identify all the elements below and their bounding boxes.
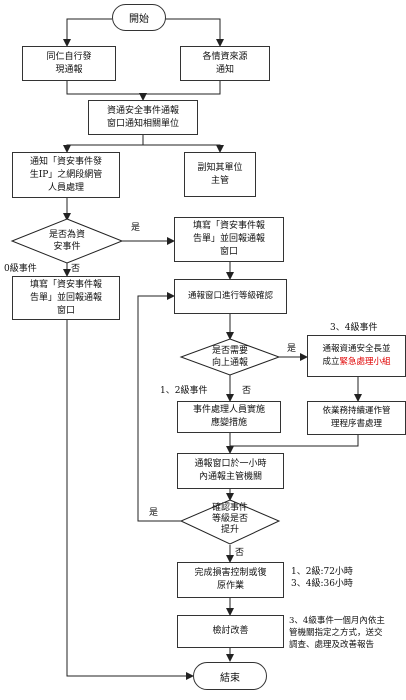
time-limits-note: 1、2級:72小時 3、4級:36小時 [291, 567, 353, 589]
confirm-level-text: 確認事件 等級是否 提升 [211, 503, 248, 535]
arrow-window-to-deputy [143, 144, 224, 153]
arrow-self-report-down [66, 80, 147, 101]
label-yes-1: 是 [131, 223, 141, 233]
handler-measures-box: 事件處理人員實施 應變措施 [177, 401, 281, 433]
label-level34: 3、4級事件 [330, 323, 378, 333]
complete-recovery-box: 完成損害控制或復 原作業 [177, 562, 284, 598]
end-node: 結束 [193, 662, 267, 690]
label-no-1: 否 [71, 264, 81, 274]
continuity-box: 依業務持續運作管 理程序書處理 [307, 401, 406, 435]
label-level0: 0級事件 [4, 264, 37, 274]
grade-confirm-box: 通報窗口進行等級確認 [174, 279, 287, 314]
arrow-level0-to-end [66, 320, 194, 680]
response-team-text: 通報資通安全長並 成立緊急處理小組 [322, 344, 391, 367]
arrow-confirm-yes-loop [137, 292, 181, 522]
fill-form-level0-box: 填寫「資安事件報 告單」並回報通報 窗口 [12, 276, 120, 320]
arrow-window-to-ip-admin [63, 135, 144, 153]
fill-form-yes-box: 填寫「資安事件報 告單」並回報通報 窗口 [174, 217, 284, 262]
label-yes-2: 是 [287, 344, 297, 354]
decision-need-escalate [179, 338, 281, 376]
response-team-box: 通報資通安全長並 成立緊急處理小組 [307, 335, 406, 377]
report-note: 3、4級事件一個月內依主 管機關指定之方式，送交 調查、處理及改善報告 [289, 616, 385, 650]
label-yes-3: 是 [149, 508, 159, 518]
review-improve-box: 檢討改善 [177, 615, 284, 648]
label-level12: 1、2級事件 [160, 386, 208, 396]
decision-confirm-level [179, 499, 281, 545]
arrow-start-to-self-report [63, 18, 112, 47]
external-notice-box: 各情資來源 通知 [180, 46, 270, 81]
arrow-start-to-external [162, 18, 224, 47]
decision-is-security-event [10, 218, 124, 264]
need-escalate-text: 是否需要 向上通報 [211, 346, 248, 368]
deputy-head-box: 副知其單位 主管 [184, 152, 256, 197]
label-no-2: 否 [242, 386, 252, 396]
notify-authority-box: 通報窗口於一小時 內通報主管機關 [177, 453, 284, 489]
arrow-continuity-to-authority [230, 435, 359, 447]
start-node: 開始 [112, 4, 166, 31]
notify-ip-admin-box: 通知「資安事件發 生IP」之網段網管 人員處理 [12, 152, 120, 198]
window-notify-box: 資通安全事件通報 窗口通知相關單位 [88, 100, 198, 135]
label-no-3: 否 [235, 548, 245, 558]
is-security-event-text: 是否為資 安事件 [48, 230, 85, 252]
arrow-external-down [143, 80, 221, 95]
self-report-box: 同仁自行發 現通報 [22, 46, 116, 81]
